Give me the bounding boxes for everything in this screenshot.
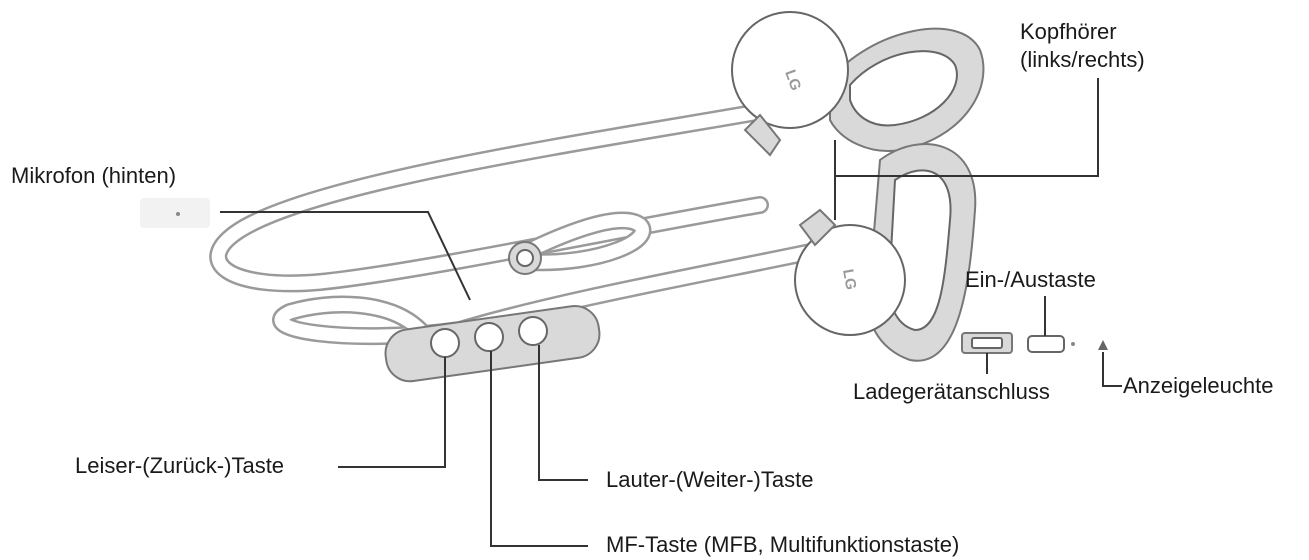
volume-up-button-shape xyxy=(518,316,548,346)
lg-logo-lower: LG xyxy=(839,268,859,291)
power-button-shape xyxy=(1027,335,1065,353)
label-indicator-light: Anzeigeleuchte xyxy=(1123,373,1274,398)
label-headphones: Kopfhörer (links/rechts) xyxy=(1020,18,1210,74)
leader-microphone xyxy=(220,211,471,301)
leader-volume-down xyxy=(338,357,446,468)
left-earbud xyxy=(731,11,849,129)
label-headphones-line: Kopfhörer (links/rechts) xyxy=(1020,19,1145,72)
right-earbud xyxy=(794,224,906,336)
label-mf-button: MF-Taste (MFB, Multifunktionstaste) xyxy=(606,532,960,557)
lg-logo-upper: LG xyxy=(781,68,804,93)
label-charger-port: Ladegerätanschluss xyxy=(853,379,1050,404)
label-microphone: Mikrofon (hinten) xyxy=(11,163,177,188)
leader-headphones xyxy=(834,78,1099,177)
microphone-hole xyxy=(140,198,210,228)
label-volume-down: Leiser-(Zurück-)Taste xyxy=(75,453,285,478)
leader-indicator xyxy=(1102,352,1122,387)
indicator-light-shape xyxy=(1098,340,1108,350)
leader-volume-up xyxy=(538,345,588,481)
label-power-button: Ein-/Austaste xyxy=(965,267,1096,292)
leader-mf xyxy=(490,351,588,547)
volume-down-button-shape xyxy=(430,328,460,358)
label-volume-up: Lauter-(Weiter-)Taste xyxy=(606,467,814,492)
mf-button-shape xyxy=(474,322,504,352)
